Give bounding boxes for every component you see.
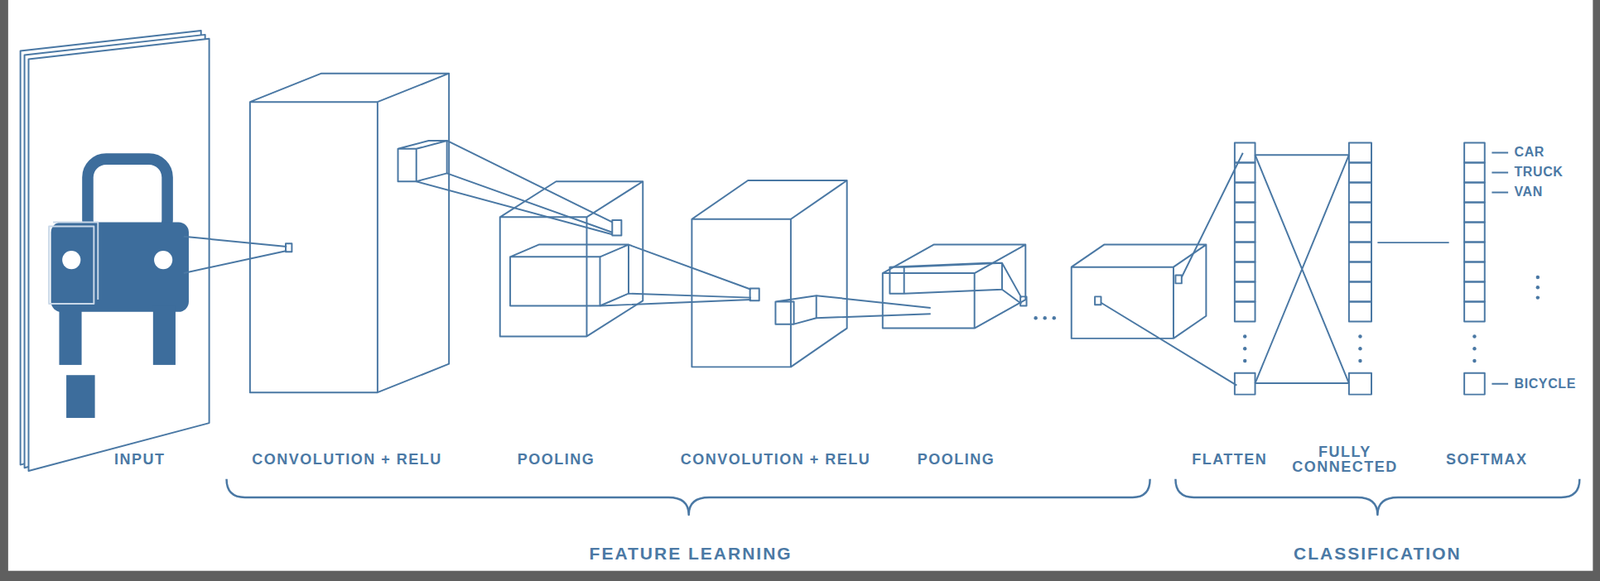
projection-line [816,295,931,319]
class-label: VAN [1514,184,1543,200]
layer-label: CONVOLUTION + RELU [680,452,872,468]
pooling-box [500,181,644,337]
kernel-box [398,140,448,182]
feature-map-box [691,180,847,367]
class-label: BICYCLE [1514,376,1576,392]
input-sheet [28,38,210,472]
projection-line [416,140,613,235]
projection-line [183,236,287,274]
group-brace [1175,479,1580,516]
feature-map-box [250,73,449,393]
class-label: CAR [1514,144,1545,160]
car-bumper [66,375,96,419]
kernel-target [1020,296,1027,306]
flatten-column [1234,142,1256,395]
kernel-target [612,220,622,236]
car-headlight [62,250,81,270]
layer-label: SOFTMAX [1445,452,1528,468]
receptive-field [48,221,98,304]
kernel-target [1175,275,1181,285]
ellipsis-dots [1033,275,1540,363]
section-label: FEATURE LEARNING [589,544,793,564]
car-body [51,221,189,312]
layer-label: POOLING [517,452,596,468]
section-label: CLASSIFICATION [1293,544,1462,564]
kernel-target [285,243,292,252]
class-label: TRUCK [1514,164,1564,180]
car-wheel [58,305,82,365]
softmax-column [1464,142,1485,395]
dense-connection [1377,241,1449,244]
projection-line [1002,263,1022,304]
group-brace [226,479,1151,516]
fully-connected-column [1349,142,1372,395]
network-wireframe [20,30,210,472]
kernel-target [750,289,760,302]
kernel-box [510,245,629,307]
class-dash [1491,152,1509,384]
white-panel [8,0,1594,572]
kernel-target [1094,296,1101,305]
kernel-box [889,263,1003,294]
kernel-box [775,295,816,324]
network-wireframe [48,73,1580,516]
layer-label: INPUT [114,452,166,468]
car-wheel [153,305,176,365]
layer-label: CONVOLUTION + RELU [251,452,443,468]
projection-line [600,245,752,307]
feature-map-box [1071,245,1207,339]
dense-connection [1255,154,1350,384]
layer-label: POOLING [917,452,996,468]
pooling-box [882,245,1027,329]
car-icon [51,159,189,419]
car-headlight [154,250,173,270]
layer-label: FLATTEN [1191,452,1268,468]
layer-label: FULLY CONNECTED [1290,444,1400,477]
projection-line [1100,153,1243,386]
